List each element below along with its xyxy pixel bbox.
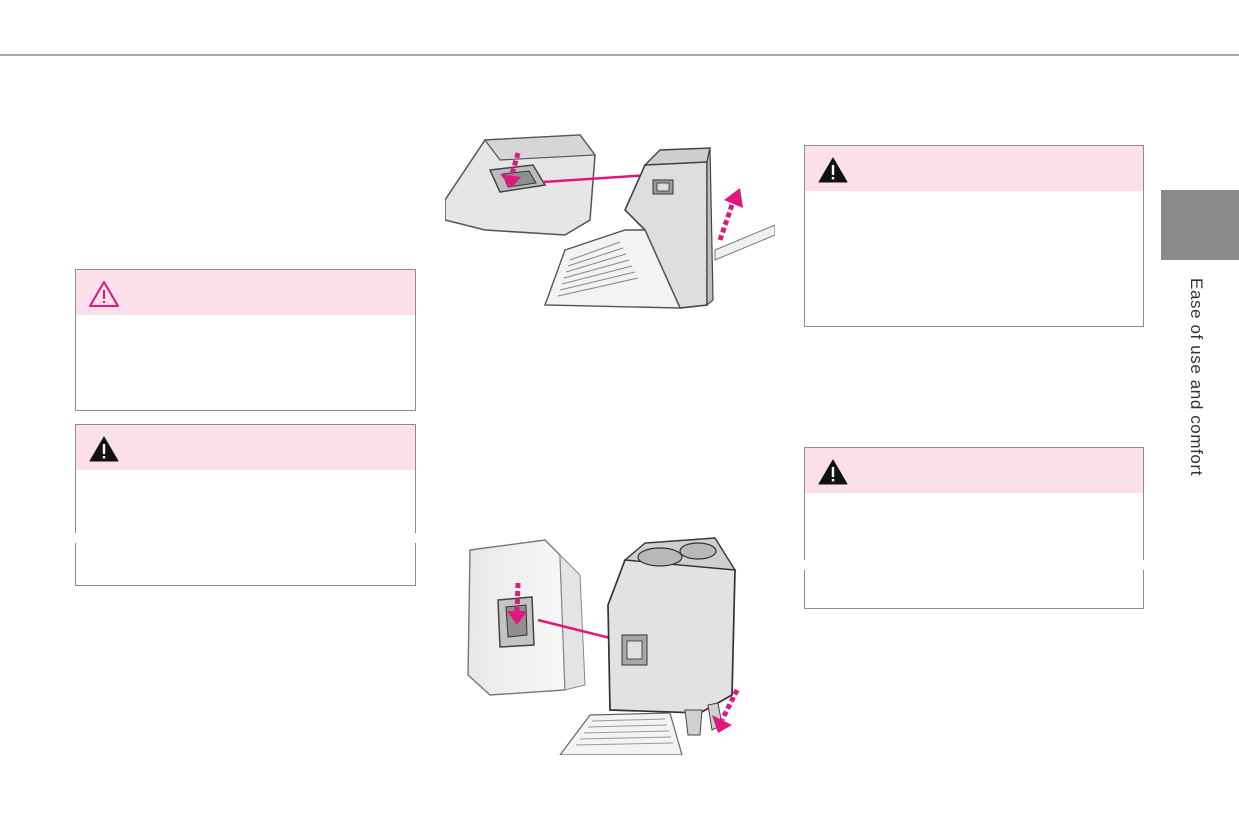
warning-header bbox=[805, 448, 1143, 493]
warning-body bbox=[805, 191, 1143, 326]
warning-outline-icon bbox=[89, 281, 119, 307]
warning-header bbox=[805, 146, 1143, 191]
warning-box bbox=[75, 424, 416, 586]
warning-filled-icon bbox=[818, 459, 848, 485]
header-rule bbox=[0, 54, 1239, 56]
chapter-label: Ease of use and comfort bbox=[1187, 278, 1206, 477]
warning-body bbox=[76, 470, 415, 585]
armrest-lower-illustration bbox=[467, 537, 740, 755]
warning-box bbox=[804, 447, 1144, 609]
lower-arrow-icon bbox=[712, 688, 740, 733]
caution-body bbox=[76, 315, 415, 410]
caution-box bbox=[75, 269, 416, 411]
warning-header bbox=[76, 425, 415, 470]
press-arrow-icon bbox=[500, 152, 521, 188]
chapter-tab bbox=[1161, 190, 1239, 260]
warning-filled-icon bbox=[818, 157, 848, 183]
press-arrow-icon bbox=[507, 582, 527, 625]
warning-body bbox=[805, 493, 1143, 608]
armrest-raise-illustration bbox=[445, 134, 775, 309]
lift-arrow-icon bbox=[717, 188, 743, 241]
caution-header bbox=[76, 270, 415, 315]
warning-filled-icon bbox=[89, 436, 119, 462]
warning-box bbox=[804, 145, 1144, 327]
